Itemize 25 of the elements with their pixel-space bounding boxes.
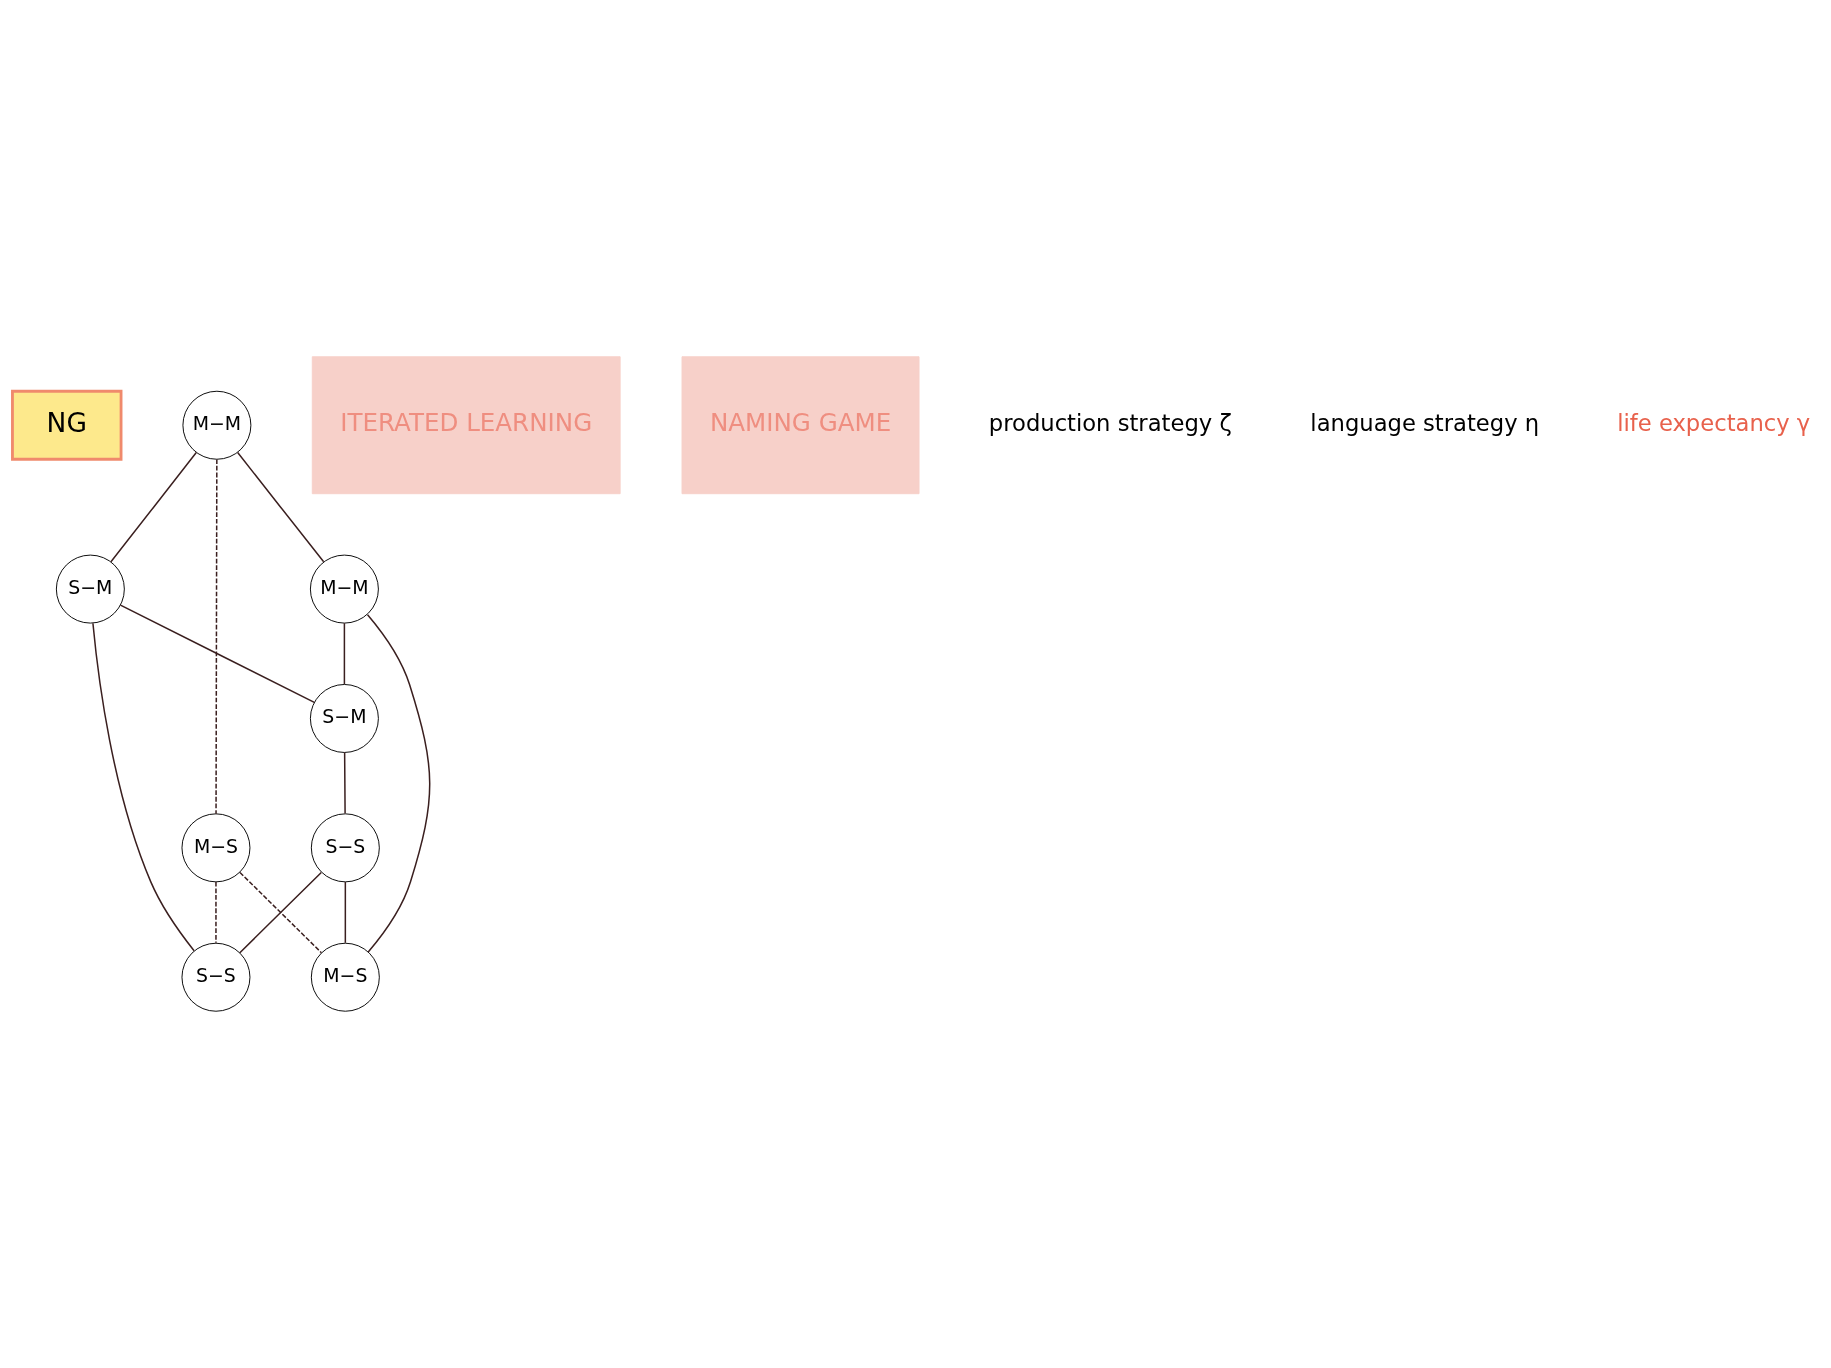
node-circle: S−M xyxy=(309,684,379,753)
connector xyxy=(366,613,431,953)
label: production strategy ζ xyxy=(988,410,1232,437)
label: language strategy η xyxy=(1310,410,1540,437)
node-circle: M−S xyxy=(181,813,251,883)
connector xyxy=(343,622,346,685)
connector xyxy=(119,604,316,704)
node-box: NG xyxy=(11,389,123,461)
node-circle: M−M xyxy=(182,390,252,460)
connector xyxy=(215,881,217,944)
node-box: NAMING GAME xyxy=(681,356,920,495)
connector xyxy=(215,458,218,815)
connector xyxy=(343,751,346,815)
connector xyxy=(92,622,195,952)
label: life expectancy γ xyxy=(1617,410,1811,437)
node-circle: S−M xyxy=(55,554,125,624)
node-circle: S−S xyxy=(181,942,251,1012)
connector xyxy=(236,451,325,563)
node-circle: M−M xyxy=(309,554,379,624)
connector xyxy=(110,451,198,563)
node-circle: S−S xyxy=(310,813,380,883)
connector xyxy=(344,881,347,944)
connector xyxy=(239,871,323,954)
node-box: ITERATED LEARNING xyxy=(311,356,621,495)
node-circle: M−S xyxy=(310,942,380,1012)
